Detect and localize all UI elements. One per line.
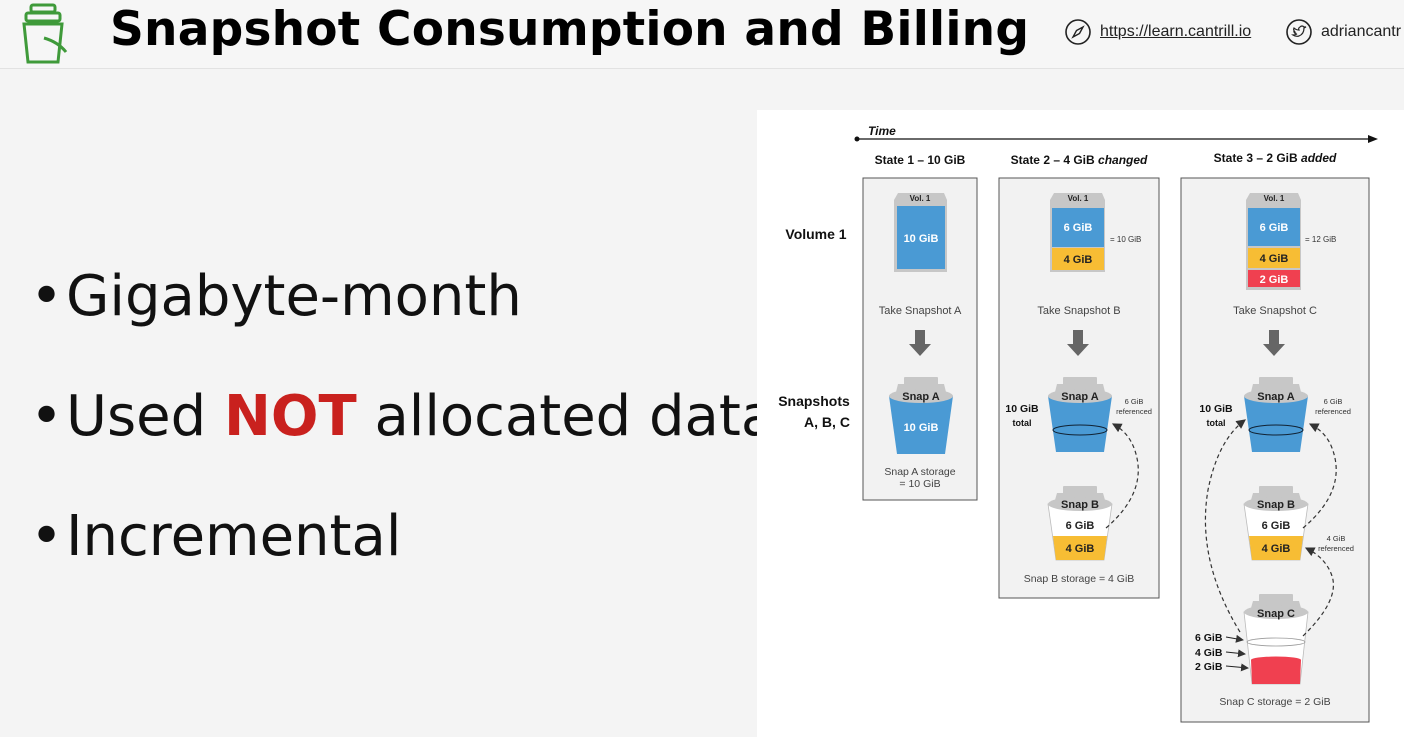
svg-text:= 10 GiB: = 10 GiB [1110,235,1141,244]
state-3-ref-b-word: referenced [1318,544,1354,553]
state-2-total-gib: 10 GiB [1005,403,1039,415]
snap-c-pointer-arrow-1 [1225,634,1244,643]
site-link-text[interactable]: https://learn.cantrill.io [1100,23,1252,40]
svg-text:Snap A: Snap A [1061,391,1099,403]
header-bar: Snapshot Consumption and Billing https:/… [0,0,1404,69]
svg-text:Vol. 1: Vol. 1 [1264,194,1285,203]
snapshots-row-sublabel: A, B, C [804,414,850,430]
svg-text:6 GiB: 6 GiB [1066,520,1095,532]
svg-text:10 GiB: 10 GiB [904,233,939,245]
state-1-volume: Vol. 1 10 GiB [894,193,947,272]
snap-c-pointer-4gib: 4 GiB [1195,647,1223,659]
svg-text:4 GiB: 4 GiB [1260,253,1289,265]
svg-text:6 GiB: 6 GiB [1262,520,1291,532]
svg-text:4 GiB: 4 GiB [1262,543,1291,555]
state-1-storage-line-2: = 10 GiB [899,478,940,490]
bullet-dot: • [30,264,64,329]
svg-text:Vol. 1: Vol. 1 [1068,194,1089,203]
state-2-action: Take Snapshot B [1037,305,1120,317]
bullet-text: Gigabyte-month [66,264,522,329]
bullet-highlight: NOT [223,384,357,449]
twitter-handle[interactable]: adriancantr [1321,23,1402,40]
state-1-heading: State 1 – 10 GiB [875,153,966,167]
svg-text:= 12 GiB: = 12 GiB [1305,235,1336,244]
state-3-ref-a-word: referenced [1315,407,1351,416]
twitter-link[interactable]: adriancantr [1285,18,1401,46]
volume-row-label: Volume 1 [785,226,846,242]
state-2-down-arrow [1067,330,1089,356]
page-title: Snapshot Consumption and Billing [110,2,1030,57]
snap-c-pointer-6gib: 6 GiB [1195,632,1223,644]
bullet-text: allocated data [356,384,776,449]
bullet-text: Incremental [66,504,402,569]
state-2-storage: Snap B storage = 4 GiB [1024,573,1135,585]
snap-a-bucket-state-3: Snap A [1244,377,1308,452]
state-3-ref-arrow-c-to-a [1204,419,1246,633]
svg-text:Snap B: Snap B [1257,499,1295,511]
state-3-action: Take Snapshot C [1233,305,1317,317]
time-label: Time [868,124,896,138]
state-3-storage: Snap C storage = 2 GiB [1219,696,1330,708]
bullet-item: •Gigabyte-month [30,264,522,329]
snap-c-pointer-arrow-3 [1225,663,1249,672]
svg-text:Snap C: Snap C [1257,608,1295,620]
state-2-ref-a-word: referenced [1116,407,1152,416]
state-2-volume: Vol. 1 6 GiB 4 GiB = 10 GiB [1050,193,1141,272]
state-2-heading: State 2 – 4 GiB changed [1011,153,1148,167]
bucket-logo-icon [22,3,68,64]
snap-c-pointer-arrow-2 [1225,649,1246,658]
svg-text:Snap B: Snap B [1061,499,1099,511]
svg-text:6 GiB: 6 GiB [1064,222,1093,234]
state-3-heading: State 3 – 2 GiB added [1214,151,1337,165]
snap-a-bucket-state-1: Snap A 10 GiB [889,377,953,454]
bullet-text: Used [66,384,224,449]
svg-text:6 GiB: 6 GiB [1260,222,1289,234]
bullet-item: •Used NOT allocated data [30,384,775,449]
state-3-ref-b-gib: 4 GiB [1327,534,1346,543]
bullet-dot: • [30,384,64,449]
snap-a-bucket-state-2: Snap A [1048,377,1112,452]
state-3-total-word: total [1207,418,1226,428]
svg-text:4 GiB: 4 GiB [1064,254,1093,266]
state-2-ref-a-gib: 6 GiB [1125,397,1144,406]
state-3-down-arrow [1263,330,1285,356]
state-2-ref-arrow [1105,423,1139,529]
time-axis-arrow [1368,135,1378,143]
compass-icon [1065,19,1091,45]
snapshots-row-label: Snapshots [778,393,850,409]
state-1-action: Take Snapshot A [879,305,962,317]
snap-c-bucket: Snap C [1243,594,1309,685]
state-3-ref-arrow-b-to-a [1302,423,1337,529]
svg-text:10 GiB: 10 GiB [904,422,939,434]
state-1-storage-line-1: Snap A storage [884,466,955,478]
snap-b-bucket-state-2: Snap B 6 GiB 4 GiB [1047,486,1113,561]
svg-text:Snap A: Snap A [902,391,940,403]
twitter-bird-icon [1286,19,1312,45]
snap-b-bucket-state-3: Snap B 6 GiB 4 GiB [1243,486,1309,561]
state-3-total-gib: 10 GiB [1199,403,1233,415]
bullet-dot: • [30,504,64,569]
svg-text:Snap A: Snap A [1257,391,1295,403]
state-1-down-arrow [909,330,931,356]
state-3-volume: Vol. 1 6 GiB 4 GiB 2 GiB = 12 GiB [1246,193,1336,290]
site-link[interactable]: https://learn.cantrill.io [1064,18,1251,46]
snap-c-pointer-2gib: 2 GiB [1195,661,1223,673]
svg-text:2 GiB: 2 GiB [1260,274,1289,286]
snapshot-diagram: Time State 1 – 10 GiB State 2 – 4 GiB ch… [757,110,1404,737]
svg-text:Vol. 1: Vol. 1 [910,194,931,203]
svg-text:4 GiB: 4 GiB [1066,543,1095,555]
state-3-ref-a-gib: 6 GiB [1324,397,1343,406]
bullet-item: •Incremental [30,504,401,569]
state-2-total-word: total [1013,418,1032,428]
